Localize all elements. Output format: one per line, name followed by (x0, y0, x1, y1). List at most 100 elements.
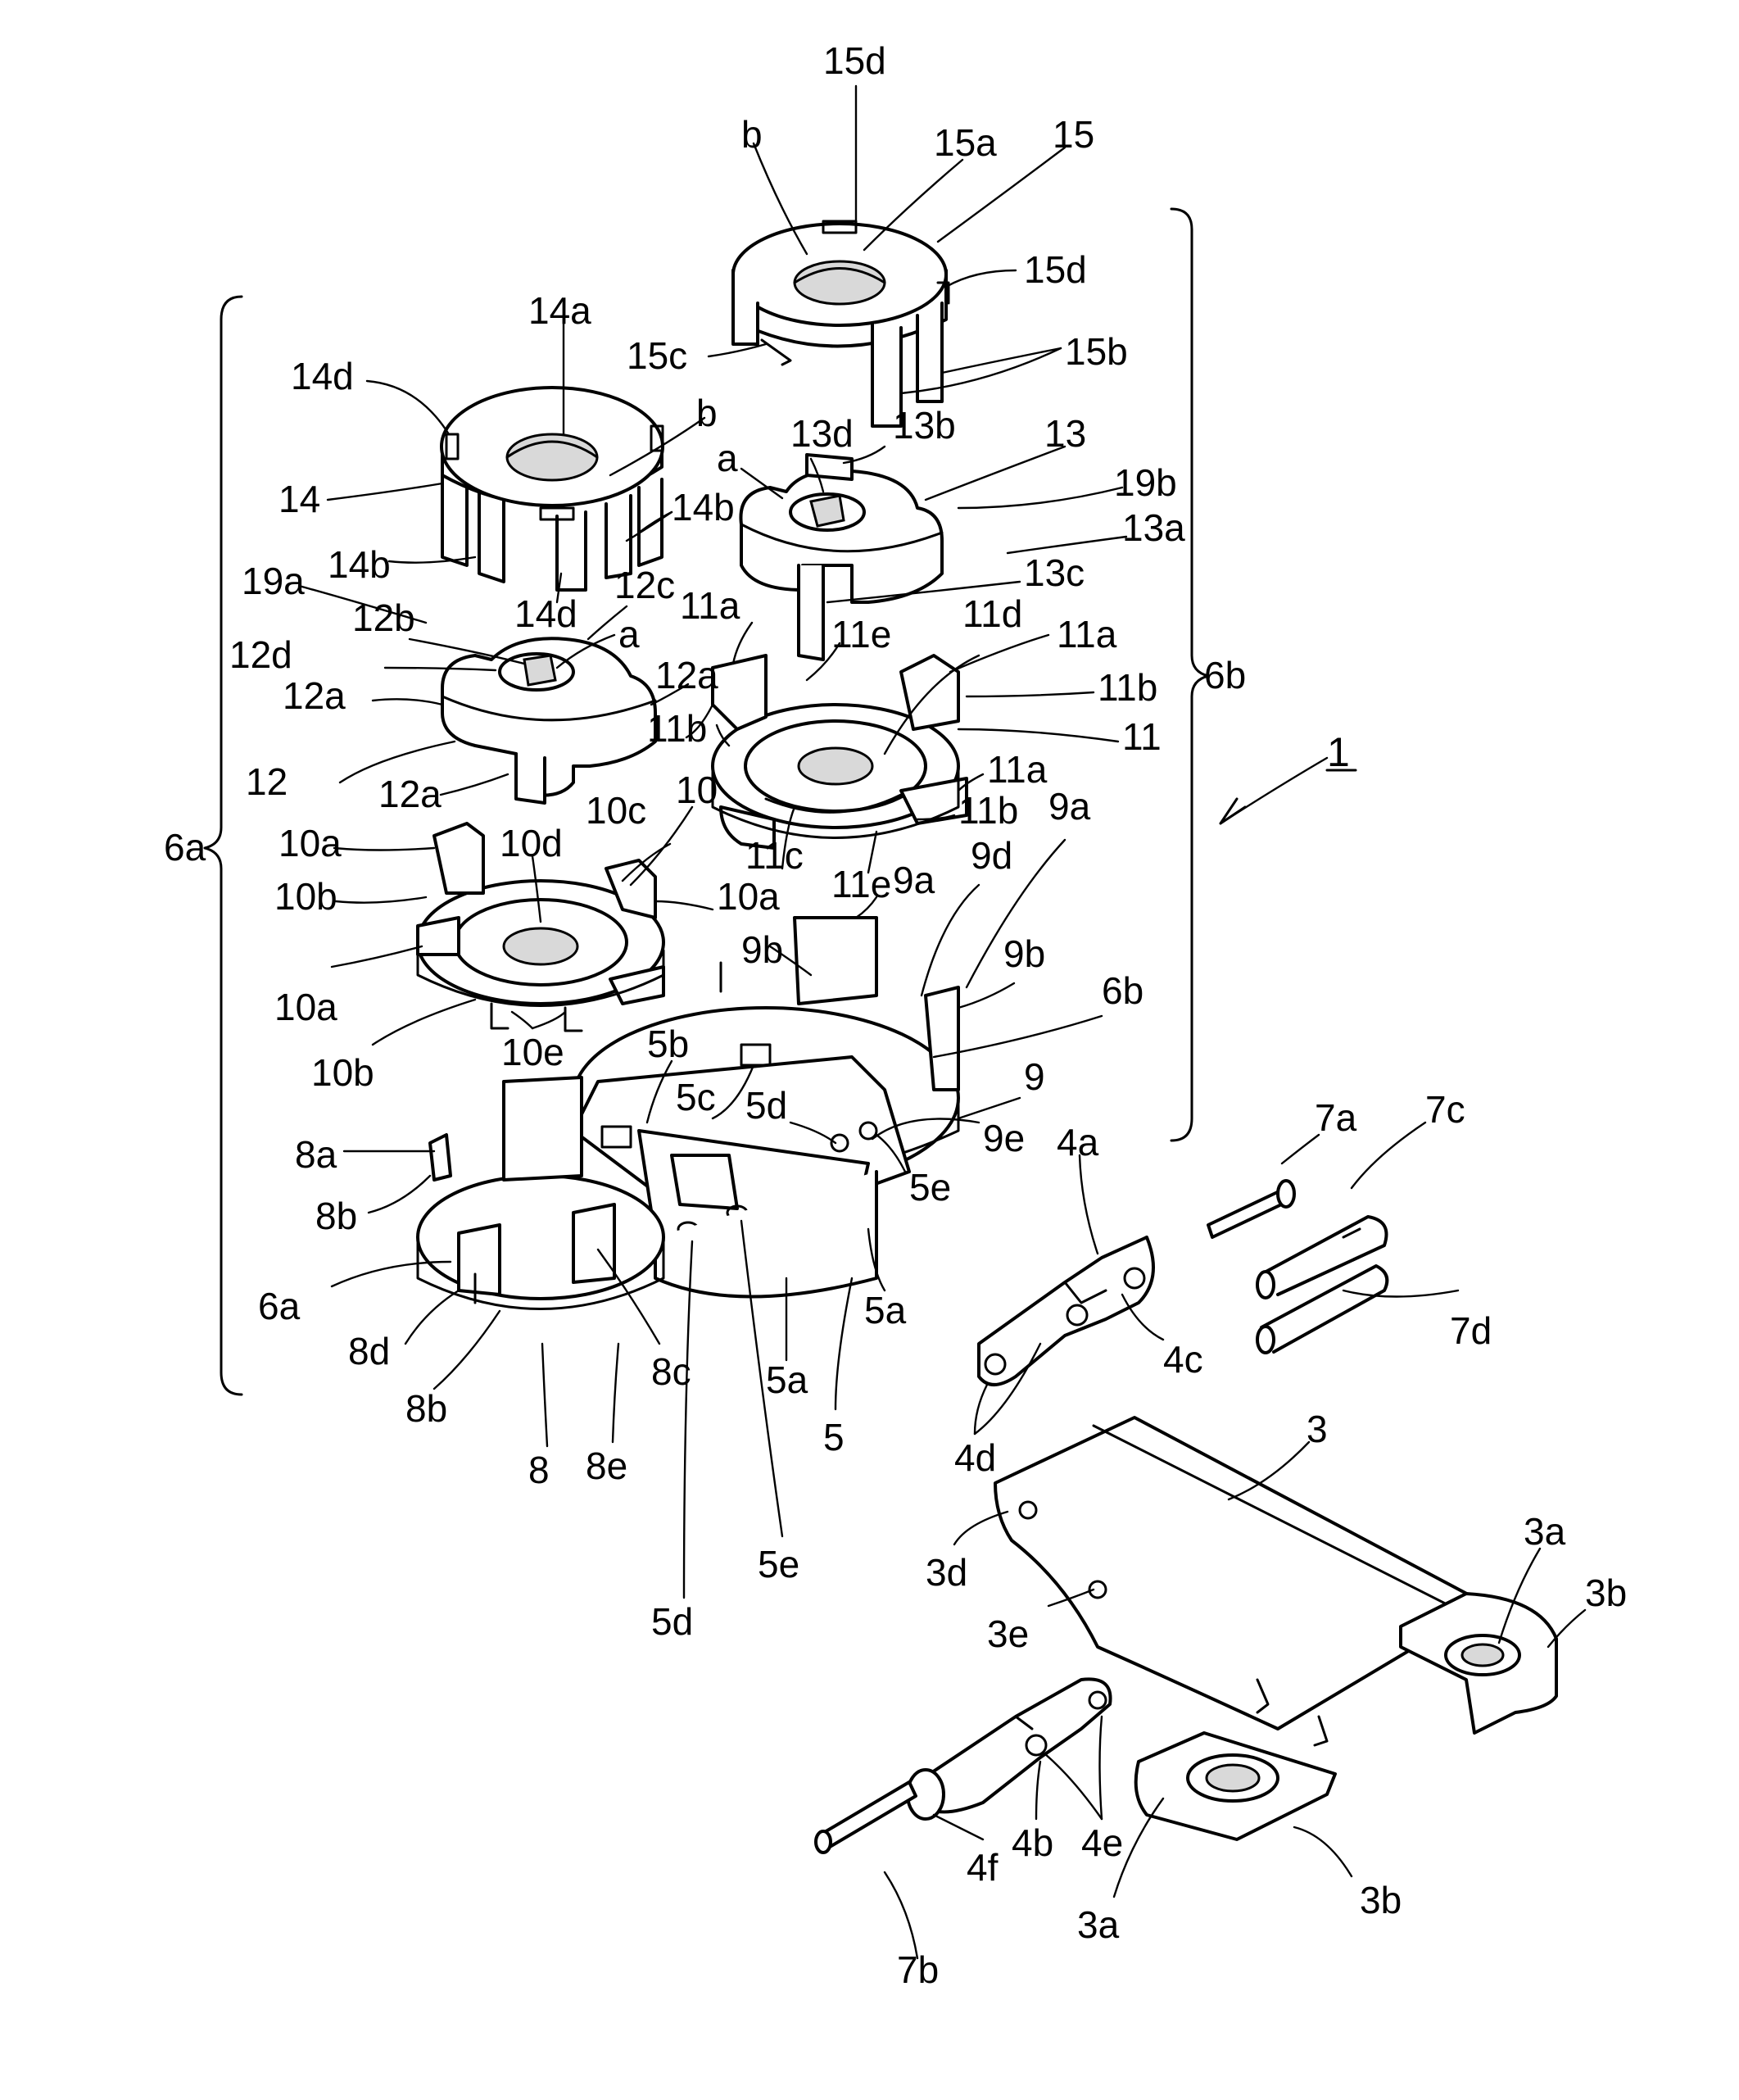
label-8e: 8e (586, 1445, 627, 1487)
label-5c: 5c (676, 1076, 716, 1118)
label-4d: 4d (954, 1436, 996, 1479)
label-b-14: b (696, 392, 718, 434)
label-6a-part: 6a (258, 1285, 301, 1327)
label-3a-right: 3a (1524, 1510, 1566, 1553)
label-13: 13 (1044, 412, 1086, 455)
label-3e: 3e (987, 1612, 1029, 1655)
label-15: 15 (1053, 113, 1094, 156)
label-8c: 8c (651, 1350, 691, 1393)
label-11b-left: 11b (647, 707, 707, 750)
label-9: 9 (1024, 1055, 1045, 1098)
label-5e-bottom: 5e (758, 1543, 799, 1585)
label-a-12: a (618, 613, 640, 655)
label-10a-bottom: 10a (274, 986, 337, 1028)
label-13b: 13b (893, 404, 956, 447)
label-8b-top: 8b (315, 1195, 357, 1237)
label-a-13: a (717, 437, 738, 479)
label-12b: 12b (352, 596, 415, 639)
label-9d: 9d (971, 834, 1012, 877)
label-7c: 7c (1425, 1088, 1465, 1131)
label-13c: 13c (1024, 551, 1085, 594)
label-10b-bottom: 10b (311, 1051, 374, 1094)
label-5e-right: 5e (909, 1166, 951, 1209)
part-7b-pin (816, 1782, 916, 1853)
label-11: 11 (1122, 715, 1162, 758)
label-6b-brace: 6b (1204, 654, 1246, 696)
label-15b: 15b (1065, 330, 1128, 373)
label-12a-bottom: 12a (378, 773, 442, 815)
part-3-bracket (995, 1417, 1556, 1839)
label-6a-brace: 6a (164, 826, 206, 869)
label-3b-bottom: 3b (1360, 1879, 1402, 1921)
label-3b-right: 3b (1585, 1572, 1627, 1614)
label-5b: 5b (647, 1023, 689, 1065)
label-7a: 7a (1315, 1096, 1357, 1139)
label-6b-part: 6b (1102, 969, 1143, 1012)
label-3d: 3d (926, 1551, 967, 1594)
label-14: 14 (279, 478, 320, 520)
label-12: 12 (246, 760, 288, 803)
label-4f: 4f (967, 1846, 999, 1889)
brace-6a (205, 297, 242, 1395)
label-12a-right: 12a (655, 654, 718, 696)
part-4-link (979, 1237, 1153, 1385)
label-8b-bottom: 8b (405, 1387, 447, 1430)
brace-6b (1171, 209, 1208, 1141)
label-11b-low: 11b (958, 789, 1018, 832)
label-5a-right: 5a (864, 1289, 907, 1331)
label-5d-top: 5d (745, 1084, 787, 1127)
label-4e: 4e (1081, 1821, 1123, 1864)
label-15d-top: 15d (823, 39, 886, 82)
label-3a-bottom: 3a (1077, 1903, 1120, 1946)
label-14d-bottom: 14d (514, 592, 577, 635)
label-10e: 10e (501, 1031, 564, 1073)
label-8: 8 (528, 1449, 550, 1491)
label-11c: 11c (745, 834, 804, 877)
label-7b: 7b (897, 1948, 939, 1991)
label-11e-top: 11e (831, 613, 891, 655)
label-5: 5 (823, 1416, 845, 1458)
label-4c: 4c (1163, 1338, 1203, 1381)
label-1: 1 (1327, 729, 1350, 775)
label-14d-top: 14d (291, 355, 354, 397)
label-12a-left: 12a (283, 674, 346, 717)
label-11d: 11d (962, 592, 1022, 635)
part-7-pins (1208, 1181, 1387, 1353)
label-4a: 4a (1057, 1121, 1099, 1163)
label-11a-right: 11a (1057, 613, 1117, 655)
label-9b-left: 9b (741, 928, 783, 971)
label-13d: 13d (790, 412, 854, 455)
label-19b: 19b (1114, 461, 1177, 504)
label-11b-right: 11b (1098, 666, 1157, 709)
label-7d: 7d (1450, 1309, 1492, 1352)
part-12-gear (442, 638, 655, 803)
label-11e-bottom: 11e (831, 863, 891, 905)
part-4-lower-link (908, 1679, 1111, 1819)
label-15d-right: 15d (1024, 248, 1087, 291)
label-10c: 10c (586, 789, 646, 832)
label-8a: 8a (295, 1133, 337, 1176)
label-14b-left: 14b (328, 543, 391, 586)
label-14b-right: 14b (672, 486, 735, 528)
label-9a-right: 9a (1048, 785, 1091, 828)
label-12c: 12c (614, 564, 675, 606)
label-4b: 4b (1012, 1821, 1053, 1864)
label-10: 10 (676, 769, 718, 811)
label-5a-mid: 5a (766, 1358, 808, 1401)
label-9a-left: 9a (893, 859, 935, 901)
label-15c: 15c (627, 334, 687, 377)
label-8d: 8d (348, 1330, 390, 1372)
label-10a-right: 10a (717, 875, 780, 918)
label-12d: 12d (229, 633, 292, 676)
label-19a: 19a (242, 560, 305, 602)
label-13a: 13a (1122, 506, 1185, 549)
label-11a-left: 11a (680, 584, 740, 627)
label-10b-top: 10b (274, 875, 337, 918)
label-3: 3 (1307, 1408, 1328, 1450)
label-9b-right: 9b (1003, 932, 1045, 975)
part-14-cap (442, 388, 663, 590)
label-5d-bottom: 5d (651, 1600, 693, 1643)
label-b-top: b (741, 113, 763, 156)
label-14a: 14a (528, 289, 591, 332)
